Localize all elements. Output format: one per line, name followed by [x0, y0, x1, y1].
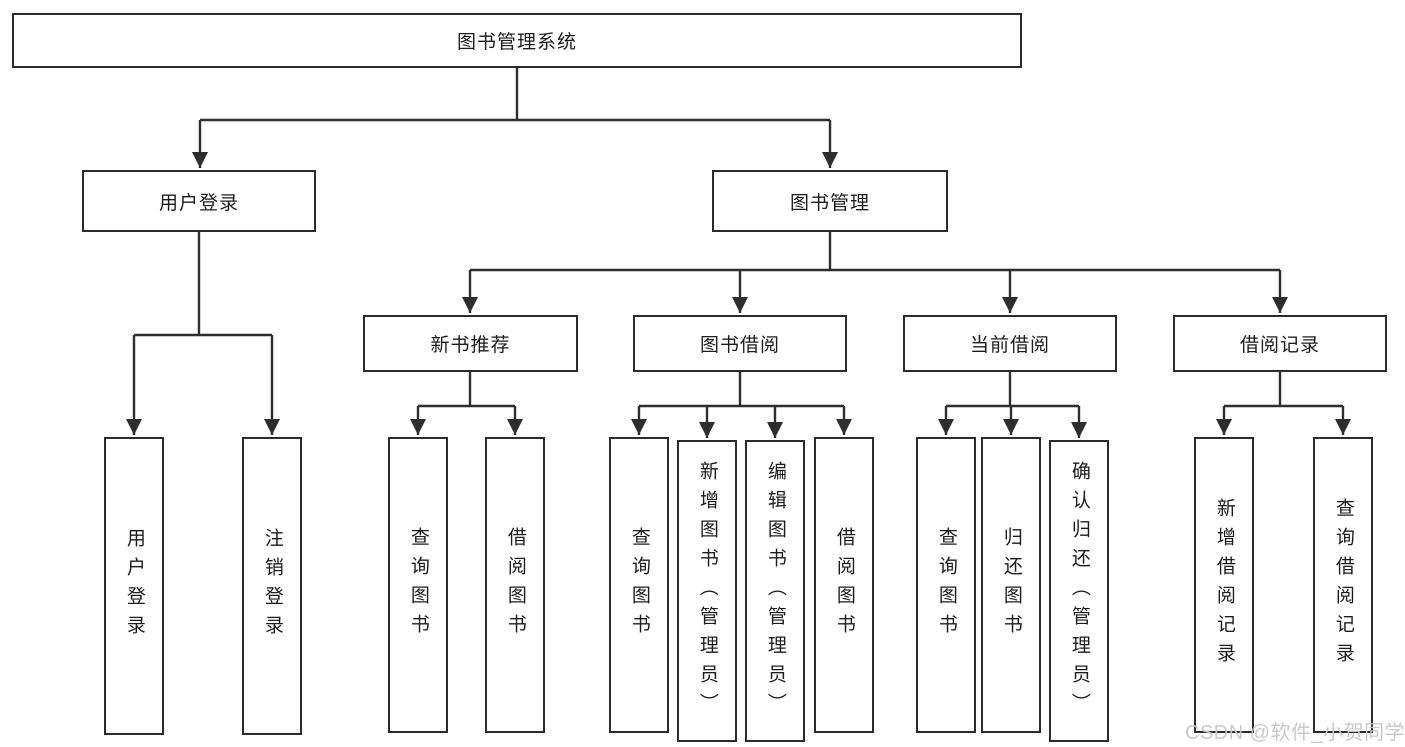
- leaf-borrow-edit-book-admin: 编辑图书（管理员）: [745, 440, 805, 742]
- node-borrow-records: 借阅记录: [1173, 315, 1387, 372]
- edges-current-borrow: [938, 372, 1087, 438]
- leaf-recommend-borrow-book: 借阅图书: [485, 437, 545, 733]
- node-root-library-system: 图书管理系统: [12, 13, 1022, 68]
- leaf-records-query-record: 查询借阅记录: [1313, 437, 1373, 733]
- leaf-recommend-query-book: 查询图书: [388, 437, 448, 733]
- node-new-book-recommend: 新书推荐: [363, 315, 578, 372]
- edges-new-book-recommend: [410, 372, 523, 435]
- leaf-logout: 注销登录: [242, 437, 302, 735]
- edges-borrow-records: [1216, 372, 1351, 435]
- node-book-borrow: 图书借阅: [633, 315, 847, 372]
- edges-book-management: [462, 232, 1288, 313]
- leaf-records-add-record: 新增借阅记录: [1194, 437, 1254, 733]
- leaf-user-login: 用户登录: [104, 437, 164, 735]
- watermark: CSDN @软件_小贺同学: [1185, 722, 1405, 744]
- node-current-borrow: 当前借阅: [903, 315, 1117, 372]
- edges-book-borrow: [631, 372, 852, 438]
- node-user-login: 用户登录: [82, 170, 316, 232]
- leaf-borrow-borrow-book: 借阅图书: [814, 437, 874, 733]
- leaf-current-query-book: 查询图书: [916, 437, 976, 733]
- leaf-current-confirm-return-admin: 确认归还（管理员）: [1049, 440, 1109, 742]
- node-book-management: 图书管理: [712, 170, 948, 232]
- edges-root: [192, 68, 838, 168]
- leaf-borrow-add-book-admin: 新增图书（管理员）: [677, 440, 737, 742]
- leaf-borrow-query-book: 查询图书: [609, 437, 669, 733]
- edges-user-login: [126, 232, 280, 435]
- leaf-current-return-book: 归还图书: [981, 437, 1041, 733]
